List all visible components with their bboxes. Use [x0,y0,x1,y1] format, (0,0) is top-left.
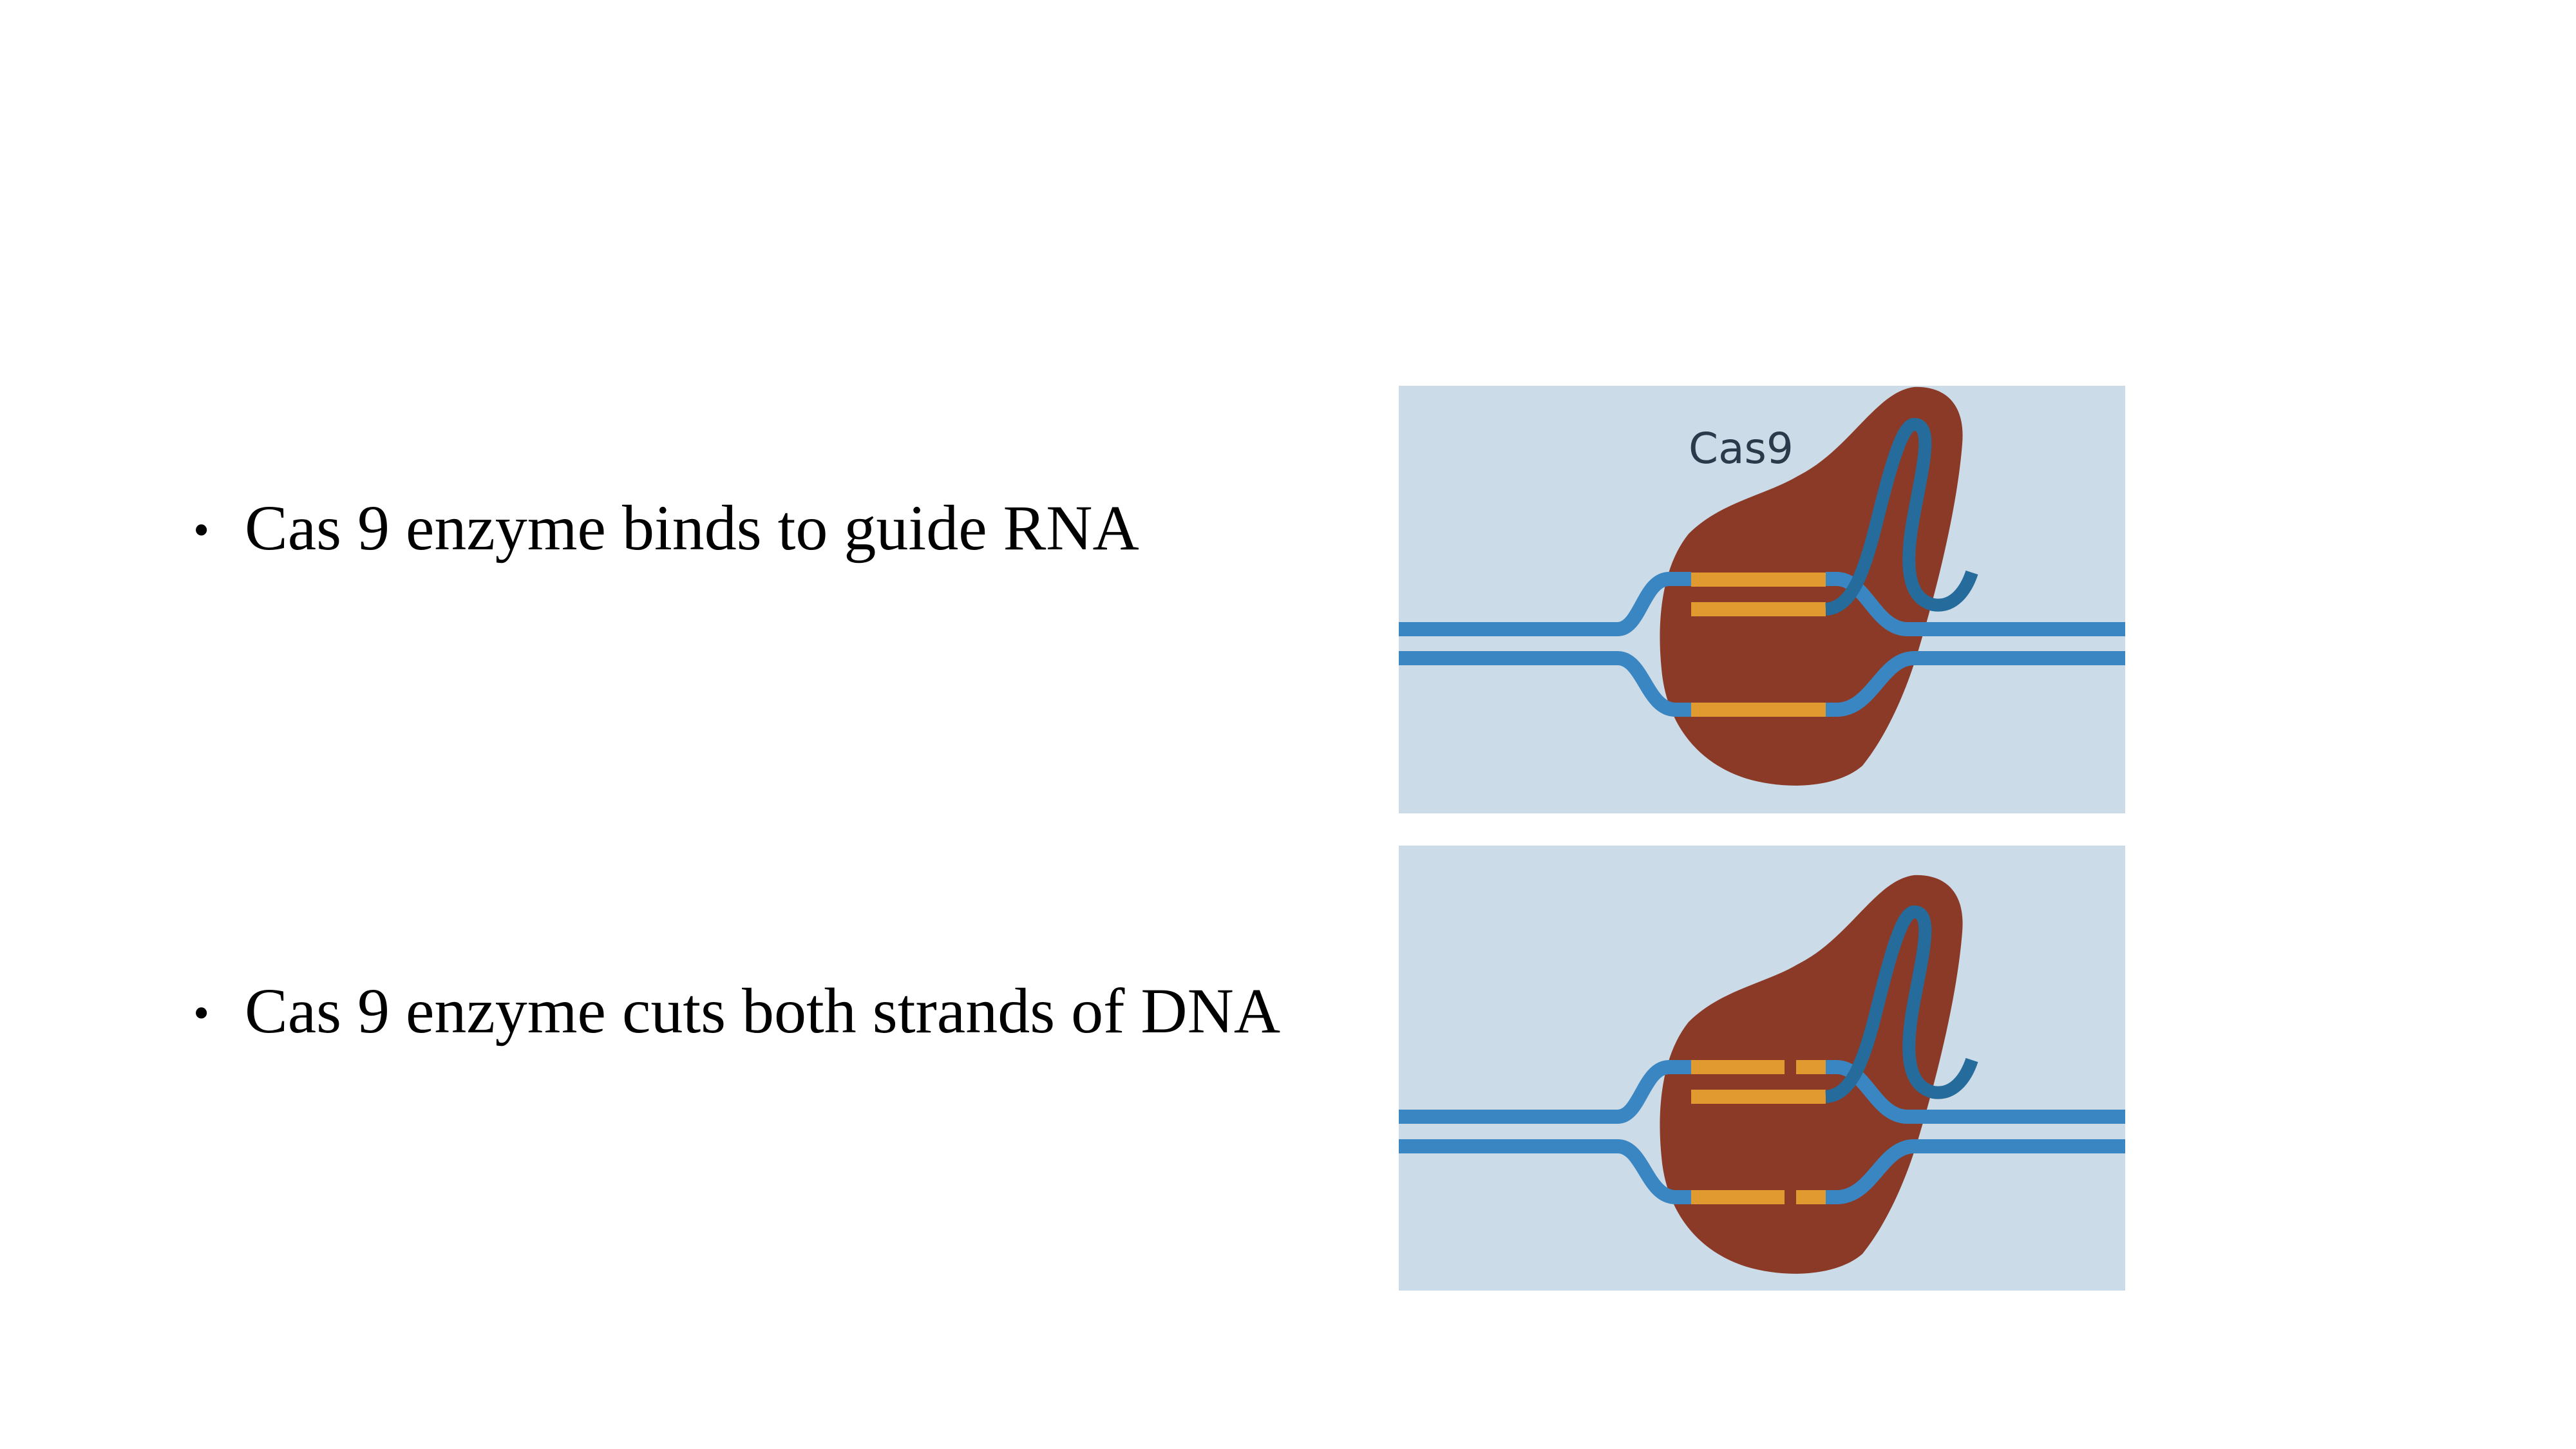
cas9-binding-diagram: Cas9 [1399,386,2125,813]
bullet-item: • Cas 9 enzyme binds to guide RNA [193,496,1139,560]
base-pair-bar-left [1691,1060,1785,1074]
base-pair-bar-left [1691,1190,1785,1204]
cas9-label: Cas9 [1689,424,1794,473]
guide-rna-strand [1824,417,1978,616]
bullet-marker: • [193,504,210,556]
cas9-cutting-diagram [1399,846,2125,1291]
base-pair-bar [1691,1090,1826,1104]
dna-double-helix [1399,572,2125,717]
base-pair-bar [1691,703,1826,717]
cas9-cutting-illustration [1399,875,2125,1274]
dna-bottom-strand [1399,1139,2125,1204]
base-pair-bar-right [1796,1190,1826,1204]
bullet-text: Cas 9 enzyme binds to guide RNA [245,492,1139,564]
guide-rna-strand [1824,905,1978,1103]
base-pair-bar [1691,573,1826,587]
base-pair-bar [1691,602,1826,616]
bullet-item: • Cas 9 enzyme cuts both strands of DNA [193,979,1280,1043]
dna-double-helix [1399,1060,2125,1204]
cas9-binding-illustration: Cas9 [1399,386,2125,786]
base-pair-segments [1691,1060,1826,1204]
bullet-marker: • [193,987,210,1039]
dna-top-strand [1399,1060,2125,1124]
base-pair-segments [1691,573,1826,717]
dna-top-strand [1399,572,2125,636]
dna-bottom-strand [1399,651,2125,717]
bullet-text: Cas 9 enzyme cuts both strands of DNA [245,975,1281,1046]
base-pair-bar-right [1796,1060,1826,1074]
